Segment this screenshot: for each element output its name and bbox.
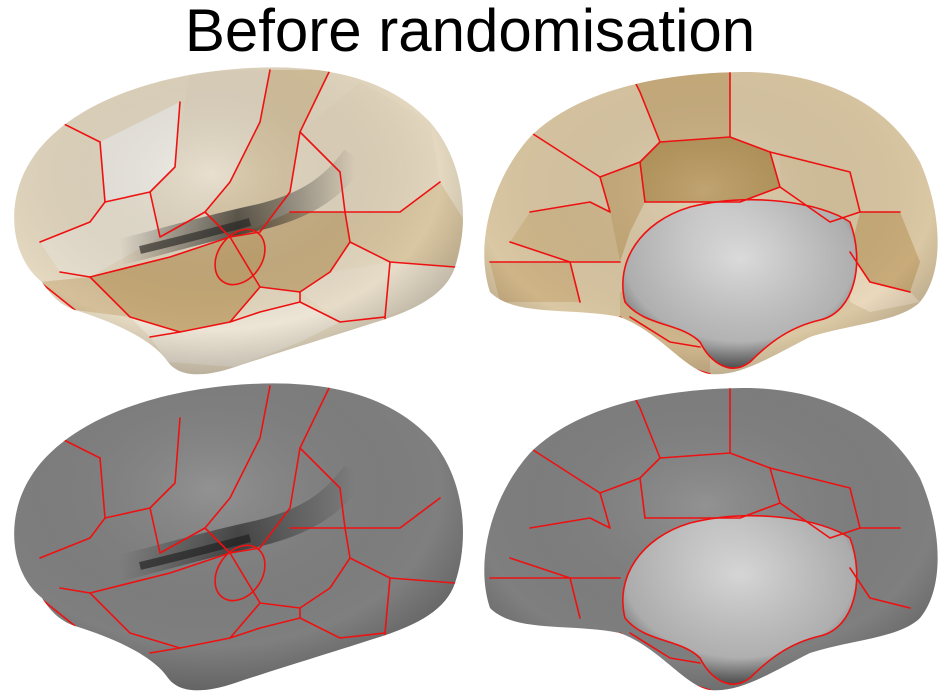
brain-lateral-colored — [0, 62, 470, 382]
brain-lateral-gray — [0, 378, 470, 698]
figure-title: Before randomisation — [184, 0, 756, 64]
brain-medial-colored — [470, 62, 940, 382]
brain-medial-gray — [470, 378, 940, 698]
